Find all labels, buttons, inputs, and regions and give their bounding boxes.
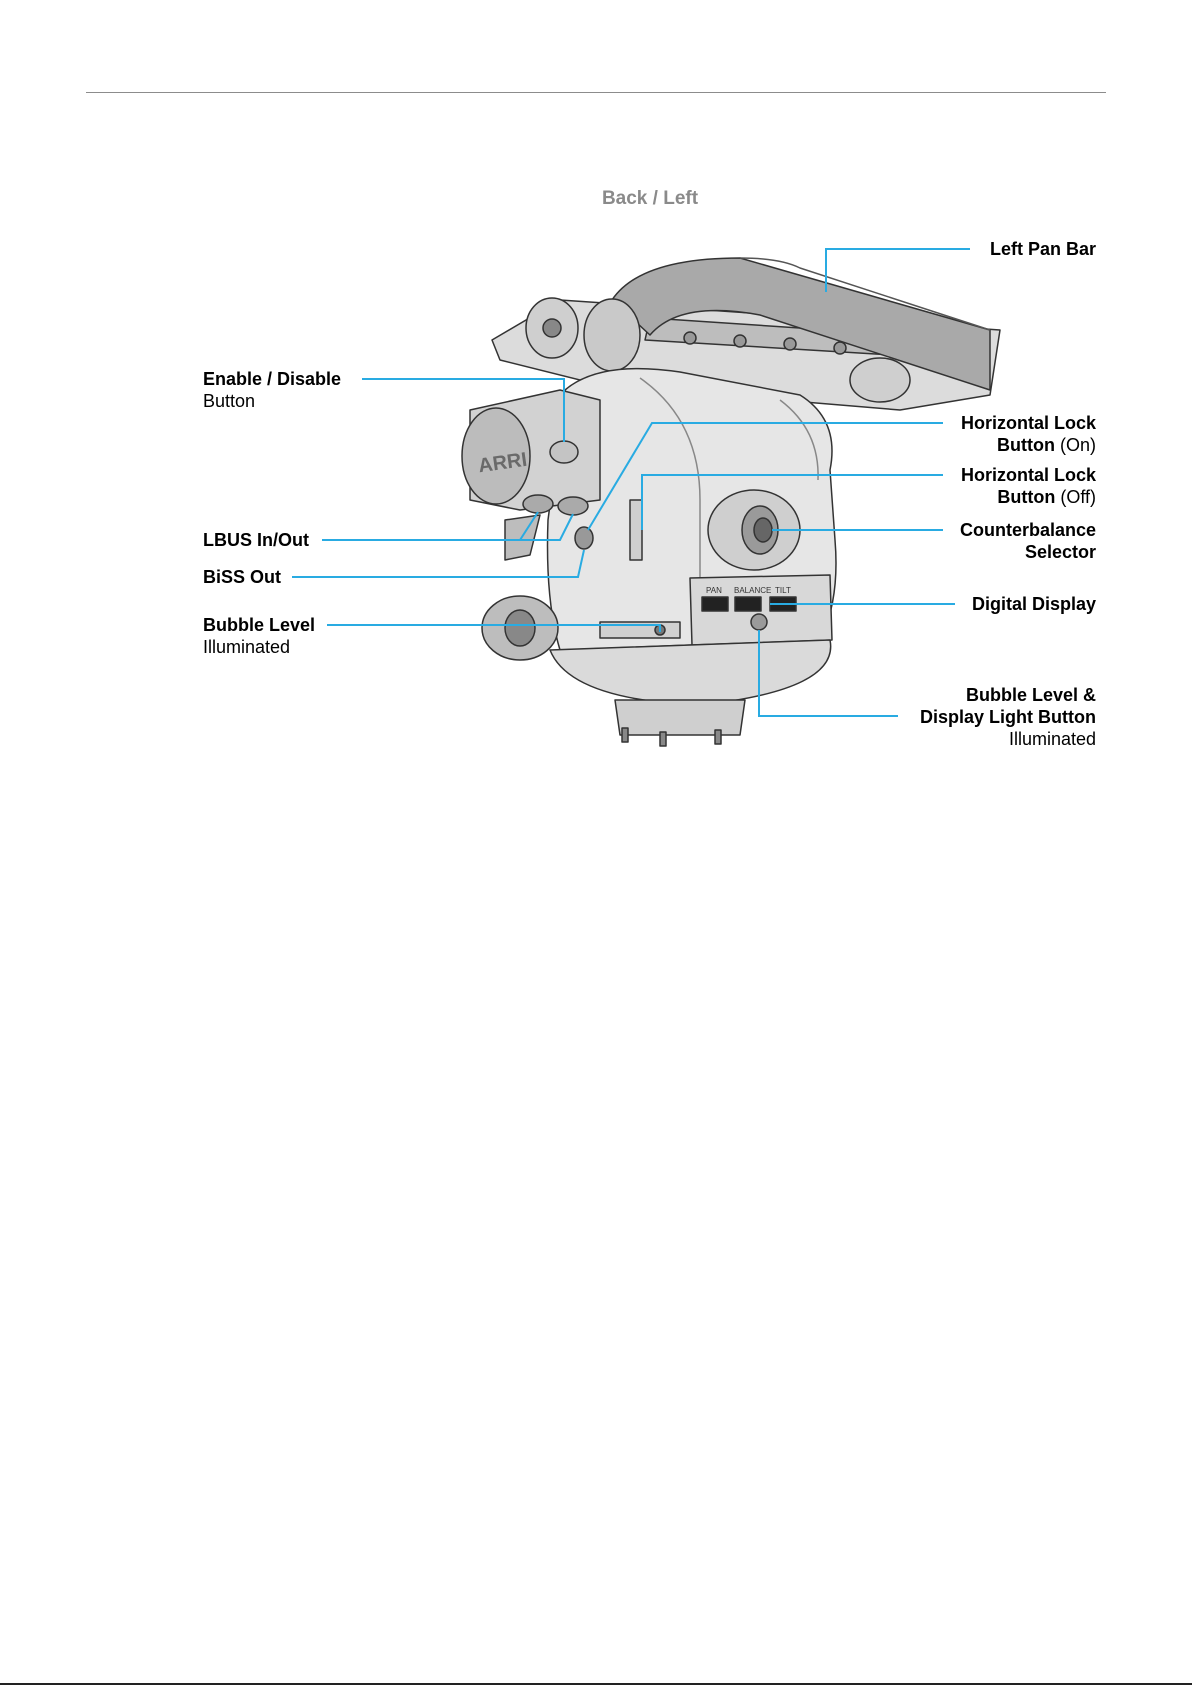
label-left-pan-bar-text: Left Pan Bar	[990, 239, 1096, 259]
display-label-balance: BALANCE	[734, 586, 771, 595]
display-label-pan: PAN	[706, 586, 722, 595]
label-bubble-button: Bubble Level & Display Light Button Illu…	[920, 684, 1096, 750]
label-enable-disable-sub: Button	[203, 390, 341, 412]
label-bubble-level: Bubble Level Illuminated	[203, 614, 315, 658]
label-lbus-text: LBUS In/Out	[203, 530, 309, 550]
label-hlock-off-state: (Off)	[1055, 487, 1096, 507]
label-hlock-off-title: Horizontal Lock	[961, 465, 1096, 485]
label-hlock-off-button: Button	[997, 487, 1055, 507]
display-label-tilt: TILT	[775, 586, 791, 595]
label-counterbalance: Counterbalance Selector	[960, 519, 1096, 563]
label-hlock-on: Horizontal Lock Button (On)	[961, 412, 1096, 456]
label-digital-display-text: Digital Display	[972, 594, 1096, 614]
label-bubble-button-title: Bubble Level &	[966, 685, 1096, 705]
label-bubble-button-sub: Illuminated	[920, 728, 1096, 750]
label-biss-text: BiSS Out	[203, 567, 281, 587]
label-hlock-on-state: (On)	[1055, 435, 1096, 455]
callout-line-biss	[292, 550, 584, 577]
label-enable-disable-title: Enable / Disable	[203, 369, 341, 389]
label-counterbalance-sub: Selector	[1025, 542, 1096, 562]
label-hlock-on-button: Button	[997, 435, 1055, 455]
label-digital-display: Digital Display	[972, 593, 1096, 615]
label-counterbalance-title: Counterbalance	[960, 520, 1096, 540]
label-bubble-level-title: Bubble Level	[203, 615, 315, 635]
label-enable-disable: Enable / Disable Button	[203, 368, 341, 412]
label-bubble-button-title2: Display Light Button	[920, 707, 1096, 727]
label-lbus: LBUS In/Out	[203, 529, 309, 551]
label-biss: BiSS Out	[203, 566, 281, 588]
callout-line-left-pan-bar	[826, 249, 970, 292]
label-hlock-on-title: Horizontal Lock	[961, 413, 1096, 433]
device-illustration: ARRI PAN BALANCE TILT	[462, 258, 1000, 746]
label-hlock-off: Horizontal Lock Button (Off)	[961, 464, 1096, 508]
label-bubble-level-sub: Illuminated	[203, 636, 315, 658]
label-left-pan-bar: Left Pan Bar	[990, 238, 1096, 260]
